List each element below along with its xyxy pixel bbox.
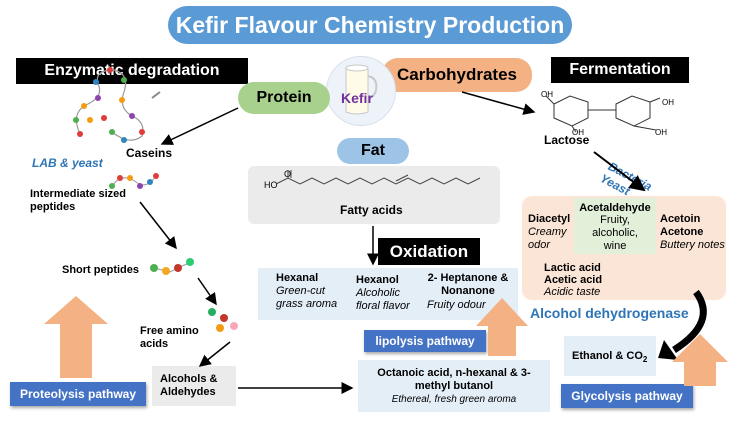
acetone-label: Acetone (660, 226, 704, 238)
page-title: Kefir Flavour Chemistry Production (168, 6, 572, 44)
octanoic-label: Octanoic acid, n-hexanal & 3-methyl buta… (377, 367, 531, 392)
enzymatic-degradation-header: Enzymatic degradation (16, 58, 248, 84)
acetaldehyde-desc: Fruity, alcoholic, wine (592, 214, 638, 252)
glycolysis-pathway-button[interactable]: Glycolysis pathway (561, 384, 693, 408)
octanoic-box (358, 360, 550, 412)
free-amino-acids-label: Free amino acids (140, 325, 199, 350)
hexanal-desc: Green-cut grass aroma (276, 285, 338, 310)
fatty-acid-ho-label: HO (264, 180, 278, 190)
lactose-oh-label-2: OH (662, 98, 674, 107)
lipolysis-orange-arrow (476, 298, 528, 356)
lipolysis-pathway-button[interactable]: lipolysis pathway (364, 330, 486, 352)
acetoin-label: Acetoin (660, 213, 701, 225)
hexanol-label: Hexanol (356, 274, 399, 286)
lactose-oh-label-4: OH (655, 128, 667, 137)
intermediate-beads (109, 173, 159, 189)
fatty-acids-box (248, 166, 500, 224)
acetic-acid-label: Acetic acid (544, 274, 603, 286)
diacetyl-label: Diacetyl (528, 213, 571, 225)
acidic-desc: Acidic taste (544, 286, 601, 298)
heptanone-label: 2- Heptanone & Nonanone (427, 272, 509, 297)
free-amino-beads (208, 308, 238, 332)
fermentation-header: Fermentation (551, 57, 689, 83)
alcohol-dehydrogenase-label: Alcohol dehydrogenase (530, 305, 689, 321)
caseins-label: Caseins (126, 146, 173, 160)
lactose-oh-label-3: OH (572, 128, 584, 137)
intermediate-peptides-label: Intermediate sized peptides (30, 188, 126, 213)
hexanol-desc: Alcoholic floral flavor (356, 287, 410, 312)
fatty-acid-structure (275, 170, 481, 185)
acetaldehyde-label: Acetaldehyde (579, 202, 651, 214)
casein-beads (73, 67, 145, 143)
alcohols-aldehydes-box (152, 366, 236, 406)
lipolysis-products-box (258, 268, 518, 320)
ethanol-subscript: 2 (642, 355, 648, 365)
lactose-structure (545, 95, 661, 133)
diacetyl-desc: Creamy odor (528, 226, 567, 251)
lactose-oh-label-1: OH (541, 90, 553, 99)
glycolysis-orange-arrow (672, 334, 728, 386)
short-peptides-label: Short peptides (62, 264, 140, 276)
alcohols-aldehydes-label: Alcohols & Aldehydes (160, 373, 218, 398)
proteolysis-pathway-button[interactable]: Proteolysis pathway (10, 382, 146, 406)
kefir-label: Kefir (341, 90, 373, 106)
lab-yeast-label: LAB & yeast (32, 156, 103, 170)
acetaldehyde-box (574, 198, 656, 254)
hexanal-label: Hexanal (276, 272, 319, 284)
octanoic-desc: Ethereal, fresh green aroma (391, 394, 517, 405)
acetoin-desc: Buttery notes (660, 239, 725, 251)
lactic-acid-label: Lactic acid (544, 262, 601, 274)
short-peptide-beads (150, 258, 194, 275)
fat-pill: Fat (337, 138, 409, 164)
oxidation-header: Oxidation (378, 238, 480, 265)
ethanol-text: Ethanol & CO (572, 350, 643, 362)
casein-tail (151, 91, 161, 99)
kefir-glass-icon (336, 62, 384, 118)
ethanol-curved-arrow (672, 289, 707, 353)
lactose-label: Lactose (544, 133, 590, 147)
ethanol-label: Ethanol & CO2 (572, 350, 647, 366)
heptanone-desc: Fruity odour (427, 299, 486, 311)
carbohydrates-pill: Carbohydrates (382, 58, 532, 92)
ethanol-box (564, 336, 656, 376)
proteolysis-orange-arrow (44, 296, 108, 378)
protein-pill: Protein (238, 82, 330, 114)
fatty-acids-label: Fatty acids (340, 203, 403, 217)
